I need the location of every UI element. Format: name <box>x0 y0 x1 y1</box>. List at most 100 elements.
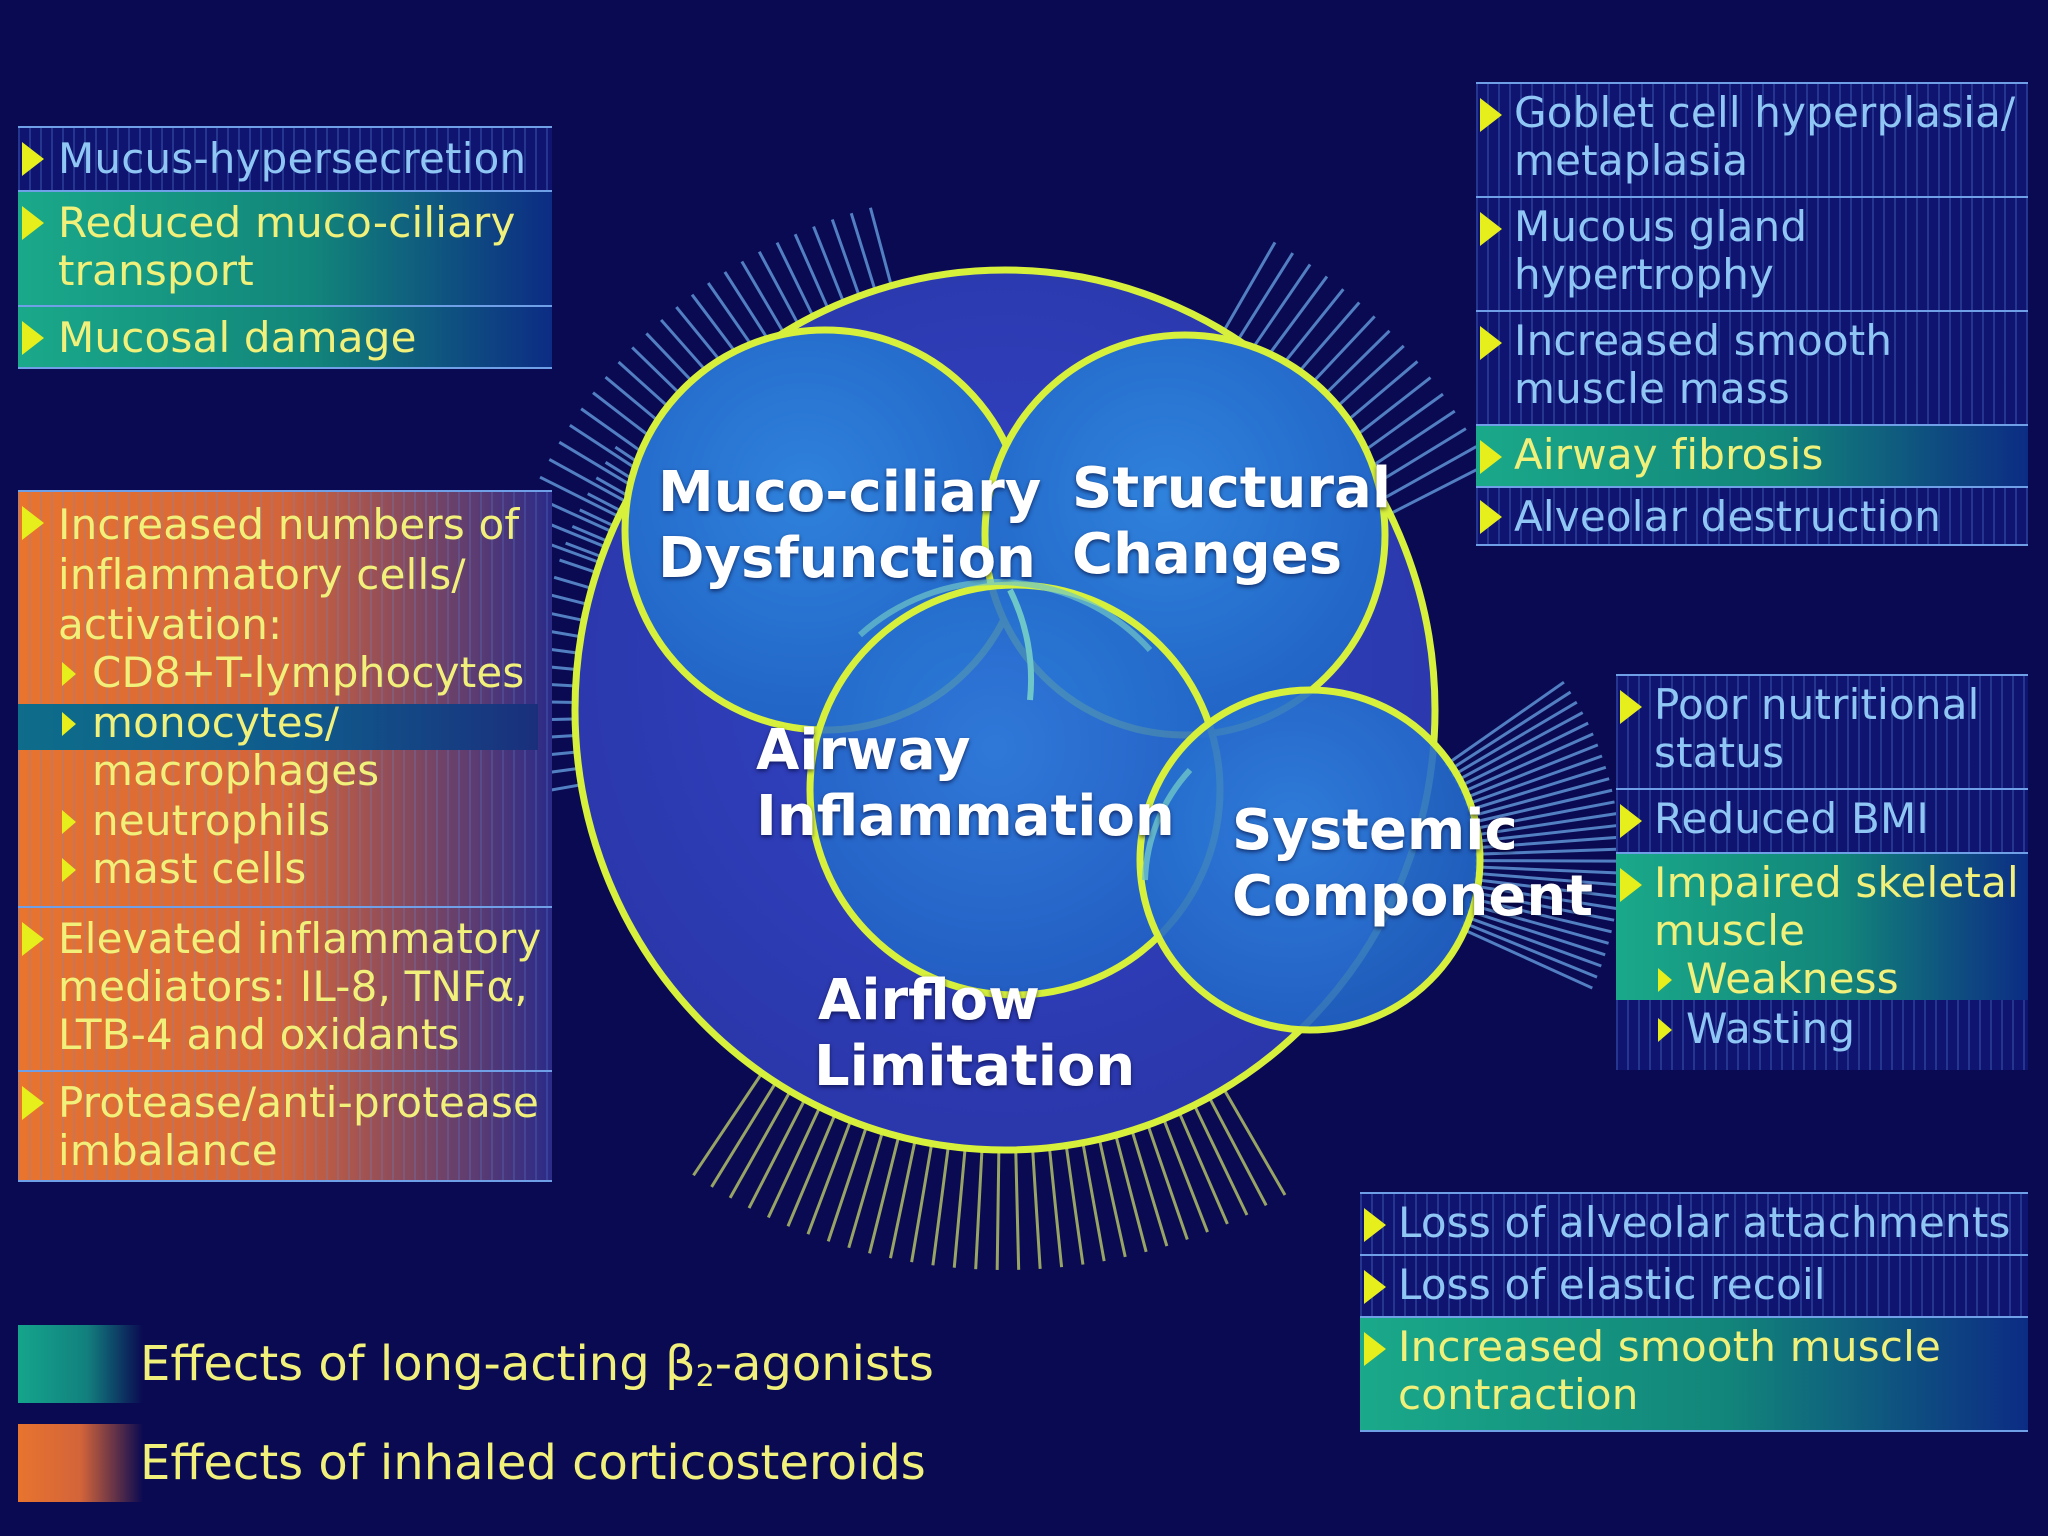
structural-effects-box: Goblet cell hyperplasia/ metaplasia Muco… <box>1476 82 2028 546</box>
radiating-line <box>692 1058 773 1177</box>
row-poor-nutritional-status: Poor nutritional status <box>1616 674 2028 788</box>
overlap-arc-1 <box>1007 588 1035 701</box>
item-text: LTB-4 and oxidants <box>58 1010 460 1059</box>
radiating-line <box>1462 743 1599 801</box>
radiating-line <box>1077 1123 1106 1262</box>
radiating-line <box>1460 732 1594 795</box>
arrow-icon <box>1480 98 1502 132</box>
label-systemic-component: Systemic Component <box>1232 798 1593 930</box>
overlap-arc-2 <box>857 579 1153 653</box>
arrow-icon <box>1364 1332 1386 1366</box>
item-text: Reduced BMI <box>1654 794 1929 843</box>
radiating-line <box>766 1090 829 1219</box>
row-monocytes-highlight <box>18 704 538 750</box>
label-line: Component <box>1232 864 1593 929</box>
radiating-line <box>1466 909 1606 957</box>
radiating-line <box>868 1117 905 1254</box>
label-structural-changes: Structural Changes <box>1072 456 1391 588</box>
item-text: contraction <box>1398 1370 1639 1419</box>
row-loss-elastic-recoil: Loss of elastic recoil <box>1360 1254 2028 1316</box>
label-line: Changes <box>1072 522 1343 587</box>
airflow-effects-box: Loss of alveolar attachments Loss of ela… <box>1360 1192 2028 1432</box>
item-text: Increased smooth <box>1514 316 1893 365</box>
radiating-line <box>1447 690 1572 772</box>
row-protease-imbalance: Protease/anti-protease imbalance <box>18 1070 552 1182</box>
label-line: Inflammation <box>756 784 1175 849</box>
item-text: Airway fibrosis <box>1514 430 1824 479</box>
radiating-line <box>1467 765 1607 813</box>
item-text: Mucosal damage <box>58 313 417 362</box>
legend-laba-subscript: 2 <box>695 1359 715 1394</box>
radiating-line <box>1140 1106 1189 1240</box>
radiating-line <box>1471 890 1615 922</box>
item-text: Alveolar destruction <box>1514 492 1942 541</box>
arrow-icon <box>1364 1270 1386 1304</box>
radiating-line <box>826 1108 874 1242</box>
radiating-line <box>910 1123 937 1263</box>
radiating-line <box>1444 680 1565 767</box>
row-mucosal-damage: Mucosal damage <box>18 305 552 369</box>
arrow-icon <box>22 1086 44 1120</box>
row-inflammatory-cells: Increased numbers of inflammatory cells/… <box>18 490 552 906</box>
sub-arrow-icon <box>62 810 76 834</box>
radiating-line <box>1170 1094 1229 1225</box>
label-line: Limitation <box>814 1034 1136 1099</box>
arrow-icon <box>1364 1208 1386 1242</box>
legend-text-laba: Effects of long-acting β2-agonists <box>140 1334 934 1407</box>
item-text: metaplasia <box>1514 136 1749 185</box>
sub-arrow-icon <box>62 712 76 736</box>
item-text: Increased numbers of <box>58 500 520 549</box>
radiating-line <box>1462 920 1598 979</box>
radiating-line <box>747 1082 815 1209</box>
radiating-line <box>1185 1088 1249 1216</box>
row-impaired-skeletal-muscle: Impaired skeletal muscle Weakness Wastin… <box>1616 852 2028 1070</box>
radiating-line <box>728 1075 801 1199</box>
arrow-icon <box>1480 440 1502 474</box>
radiating-line <box>889 1120 921 1259</box>
legend-laba-suffix: -agonists <box>714 1336 934 1392</box>
legend-swatch-laba <box>18 1325 143 1403</box>
arrow-icon <box>1480 326 1502 360</box>
radiating-line <box>1213 1072 1287 1196</box>
label-line: Muco-ciliary <box>658 460 1042 525</box>
systemic-effects-box: Poor nutritional status Reduced BMI Impa… <box>1616 674 2028 1070</box>
row-mucus-hypersecretion: Mucus-hypersecretion <box>18 126 552 190</box>
radiating-line <box>1474 865 1620 875</box>
row-smooth-muscle-mass: Increased smooth muscle mass <box>1476 310 2028 424</box>
radiating-line <box>1454 711 1584 783</box>
row-goblet-cell: Goblet cell hyperplasia/ metaplasia <box>1476 82 2028 196</box>
label-line: Dysfunction <box>658 526 1036 591</box>
radiating-line <box>1470 896 1612 934</box>
item-text: muscle mass <box>1514 364 1790 413</box>
radiating-line <box>548 458 638 509</box>
item-text: Impaired skeletal <box>1654 858 2019 907</box>
legend-text-ics: Effects of inhaled corticosteroids <box>140 1435 926 1491</box>
radiating-line <box>1464 754 1603 807</box>
legend-laba-prefix: Effects of long-acting β <box>140 1336 696 1392</box>
radiating-line <box>1457 721 1589 789</box>
mucociliary-effects-box: Mucus-hypersecretion Reduced muco-ciliar… <box>18 126 552 369</box>
radiating-line <box>1468 777 1610 819</box>
arrow-icon <box>22 922 44 956</box>
row-smooth-muscle-contraction: Increased smooth muscle contraction <box>1360 1316 2028 1432</box>
label-airway-inflammation: Airway Inflammation <box>756 718 1175 850</box>
sub-item-text: macrophages <box>92 746 380 795</box>
radiating-line <box>1451 700 1578 778</box>
radiating-line <box>1378 463 1487 521</box>
radiating-line <box>1459 926 1593 990</box>
label-line: Systemic <box>1232 798 1518 863</box>
item-text: Increased smooth muscle <box>1398 1322 1941 1371</box>
radiating-line <box>1093 1119 1127 1258</box>
item-text: hypertrophy <box>1514 250 1775 299</box>
item-text: activation: <box>58 600 283 649</box>
item-text: Elevated inflammatory <box>58 914 542 963</box>
label-line: Airflow <box>818 968 1040 1033</box>
arrow-icon <box>1620 804 1642 838</box>
item-text: Reduced muco-ciliary <box>58 198 516 247</box>
sub-arrow-icon <box>1658 1018 1672 1042</box>
item-text: Mucus-hypersecretion <box>58 134 527 183</box>
item-text: imbalance <box>58 1126 278 1175</box>
radiating-line <box>1109 1116 1148 1253</box>
item-text: status <box>1654 728 1785 777</box>
